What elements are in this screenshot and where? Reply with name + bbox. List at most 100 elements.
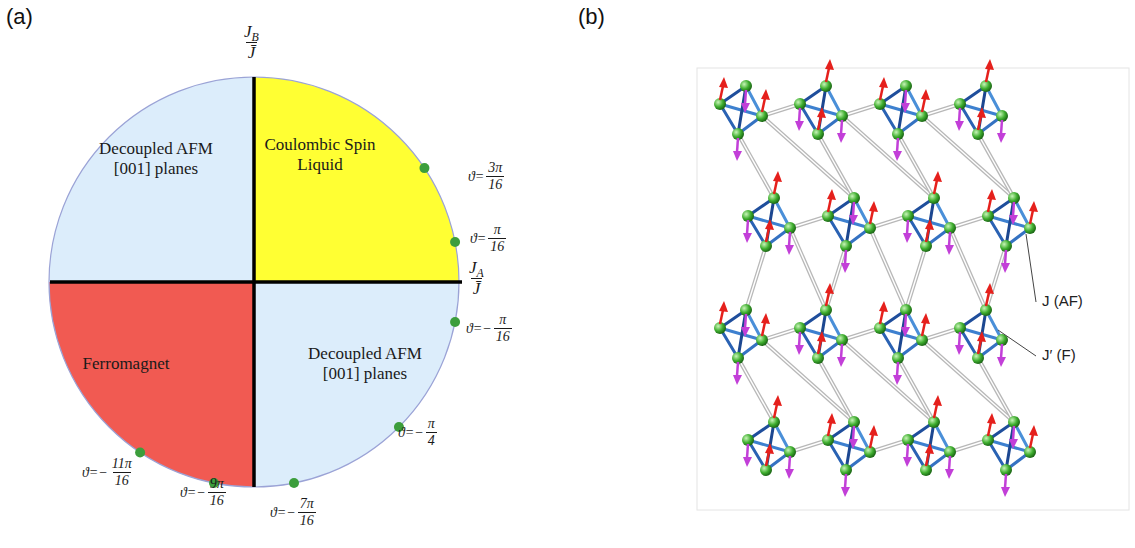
arrow-head	[765, 219, 774, 230]
region-label: Ferromagnet	[51, 354, 201, 374]
spin-down-arrow	[897, 138, 898, 152]
arrow-head	[921, 313, 930, 324]
spin-down-arrow	[907, 444, 908, 458]
spin-up-arrow	[934, 404, 937, 418]
theta-label: ϑ=−π4	[398, 416, 437, 449]
spin-up-arrow	[818, 340, 821, 354]
spin-down-arrow	[747, 444, 748, 458]
theta-prefix: ϑ=−	[270, 505, 296, 521]
arrow-head	[719, 77, 728, 88]
theta-label: ϑ=−7π16	[270, 496, 316, 529]
ferro-bond-core	[870, 228, 906, 310]
spin-up-arrow	[828, 198, 831, 212]
region-shape	[254, 282, 459, 487]
denominator: J̄	[246, 42, 258, 63]
numerator: JA	[467, 258, 486, 278]
arrow-head	[741, 103, 750, 113]
arrow-head	[977, 107, 986, 118]
phase-region: Ferromagnet	[49, 282, 254, 487]
ferro-bond	[986, 246, 1006, 310]
spin-up-arrow	[922, 322, 925, 336]
theta-dot	[450, 317, 460, 327]
ferro-bond-core	[762, 340, 854, 422]
numerator-text: 3π	[488, 160, 502, 175]
theta-dot	[135, 447, 145, 457]
numerator-text: π	[494, 222, 501, 237]
arrow-head	[903, 457, 912, 467]
phase-region: Decoupled AFM [001] planes	[49, 77, 254, 282]
arrow-head	[825, 59, 834, 70]
leader-line	[1026, 234, 1036, 302]
numerator: 9π	[208, 476, 226, 492]
subscript: A	[477, 266, 484, 280]
arrow-head	[765, 443, 774, 454]
fraction: 3π16	[486, 160, 504, 193]
region-label: Coulombic Spin Liquid	[256, 135, 384, 176]
arrow-head	[869, 425, 878, 436]
coupling-label: J′ (F)	[1040, 346, 1078, 363]
arrow-head	[743, 457, 752, 467]
spin-up-arrow	[986, 292, 989, 306]
ferro-bond-core	[922, 340, 1014, 422]
arrow-head	[925, 443, 934, 454]
spin-up-arrow	[826, 68, 829, 82]
arrow-head	[997, 357, 1006, 367]
spin-up-arrow	[870, 434, 873, 448]
af-bond	[926, 422, 934, 470]
ferro-bond	[738, 358, 774, 422]
theta-dot	[419, 163, 429, 173]
ferro-bond-core	[986, 246, 1006, 310]
arrow-head	[817, 107, 826, 118]
arrow-head	[1009, 439, 1018, 449]
arrow-head	[795, 121, 804, 131]
ferro-bond	[818, 134, 854, 198]
spin-up-arrow	[1030, 210, 1033, 224]
arrow-head	[1029, 201, 1038, 212]
ferro-bond-core	[906, 246, 926, 310]
spin-down-arrow	[853, 426, 854, 440]
theta-label: ϑ=−π16	[466, 312, 512, 345]
ferro-bond-core	[978, 134, 1014, 198]
af-bond	[818, 86, 826, 134]
ferro-bond-core	[898, 358, 934, 422]
region-fill	[254, 77, 459, 282]
arrow-head	[733, 151, 742, 161]
theta-dot	[450, 237, 460, 247]
af-bond	[978, 86, 986, 134]
spin-down-arrow	[897, 362, 898, 376]
ferro-bond	[842, 116, 934, 198]
ferro-bond	[978, 134, 1014, 198]
arrow-head	[837, 133, 846, 143]
ferro-bond	[922, 340, 1014, 422]
fraction: π16	[488, 222, 506, 255]
spin-up-arrow	[988, 422, 991, 436]
numerator-text: 9π	[210, 476, 224, 491]
af-bond	[766, 198, 774, 246]
arrow-head	[933, 395, 942, 406]
af-bond	[926, 198, 934, 246]
numerator: 7π	[298, 496, 316, 512]
ja-axis	[50, 280, 462, 284]
fraction: 7π16	[298, 496, 316, 529]
spin-up-arrow	[774, 404, 777, 418]
arrow-head	[925, 219, 934, 230]
spin-down-arrow	[745, 90, 746, 104]
region-fill	[49, 282, 254, 487]
panel-label: (b)	[578, 4, 605, 30]
arrow-head	[743, 233, 752, 243]
ferro-bond-core	[950, 228, 986, 310]
arrow-head	[955, 121, 964, 131]
spin-down-arrow	[745, 314, 746, 328]
arrow-head	[1001, 487, 1010, 497]
spin-down-arrow	[1013, 202, 1014, 216]
arrow-head	[893, 375, 902, 385]
spin-down-arrow	[959, 332, 960, 346]
arrow-head	[987, 189, 996, 200]
spin-down-arrow	[737, 138, 738, 152]
axis-label: JAJ̄	[465, 258, 486, 299]
phase-region: Coulombic Spin Liquid	[254, 77, 459, 282]
numerator: π	[426, 416, 437, 432]
spin-up-arrow	[818, 116, 821, 130]
fraction: 11π16	[110, 456, 134, 489]
arrow-head	[785, 245, 794, 255]
